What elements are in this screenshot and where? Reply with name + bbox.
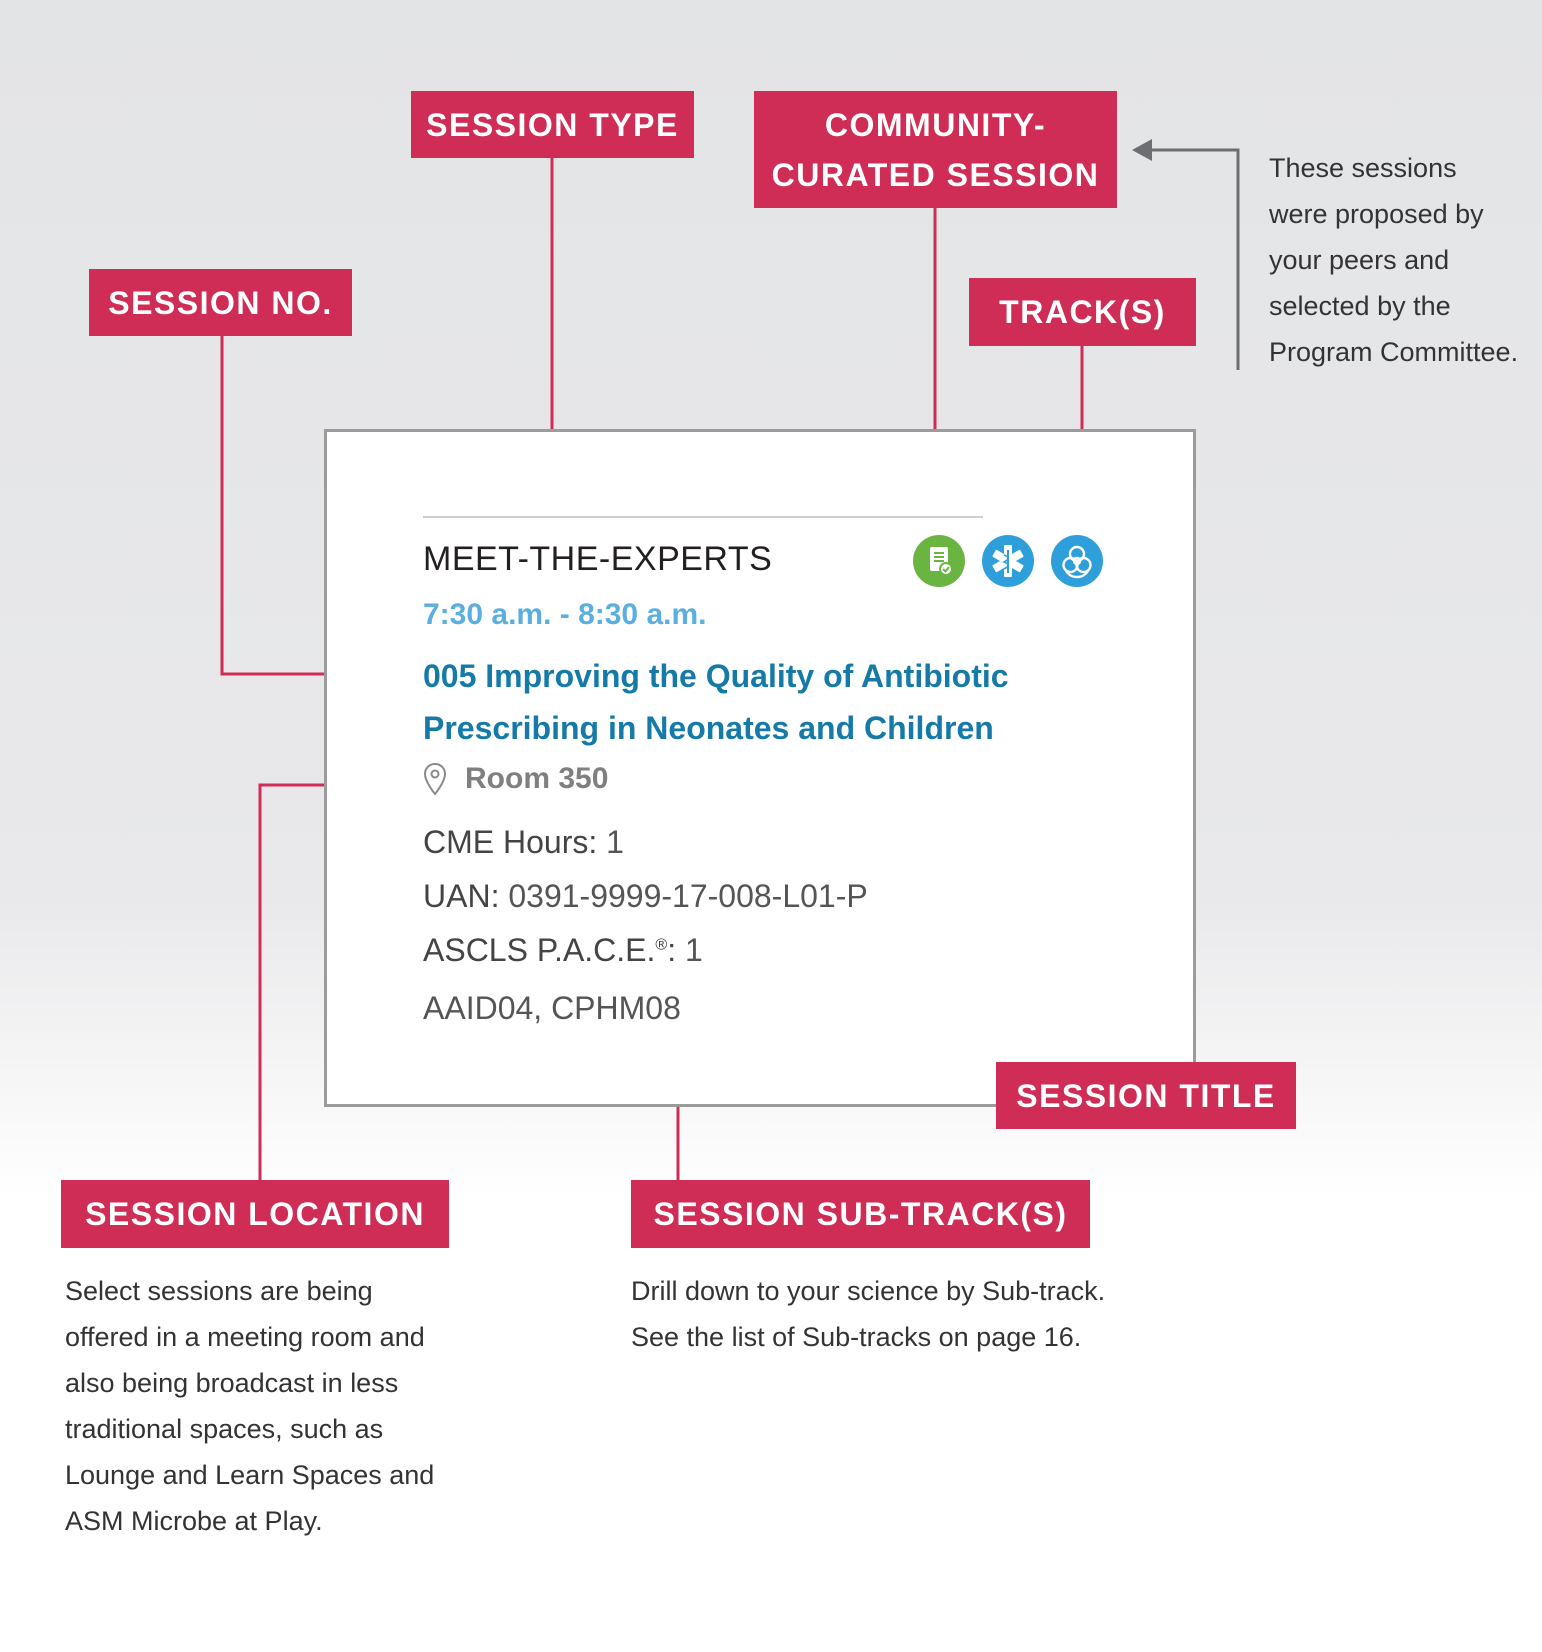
session-no-tag: SESSION NO. (89, 269, 352, 336)
community-note: These sessions were proposed by your pee… (1269, 145, 1518, 375)
pace-colon: : (667, 932, 677, 968)
cme-hours-value: 1 (606, 824, 624, 860)
location-note-line: ASM Microbe at Play. (65, 1506, 323, 1536)
community-note-line: your peers and (1269, 245, 1450, 275)
location-note-line: Select sessions are being (65, 1276, 373, 1306)
pace-label: ASCLS P.A.C.E. (423, 932, 656, 968)
session-title-link[interactable]: 005 Improving the Quality of Antibiotic … (423, 650, 1043, 754)
location-text: Room 350 (465, 762, 609, 795)
community-curated-tag-line1: COMMUNITY- (824, 106, 1047, 143)
session-location-tag: SESSION LOCATION (61, 1180, 449, 1248)
document-check-icon (913, 535, 965, 587)
community-curated-tag-line2: CURATED SESSION (771, 156, 1100, 193)
location-note-line: traditional spaces, such as (65, 1414, 384, 1444)
uan-value: 0391-9999-17-008-L01-P (508, 878, 868, 914)
map-pin-icon (423, 762, 447, 796)
cme-hours-row: CME Hours: 1 (423, 824, 624, 861)
subtracks-text: AAID04, CPHM08 (423, 990, 681, 1026)
biohazard-icon (1051, 535, 1103, 587)
tracks-tag: TRACK(S) (969, 278, 1196, 346)
session-location-tag-label: SESSION LOCATION (85, 1196, 425, 1232)
session-title-tag: SESSION TITLE (996, 1062, 1296, 1129)
subtracks-note-line: See the list of Sub-tracks on page 16. (631, 1322, 1082, 1352)
location-row: Room 350 (423, 762, 608, 796)
session-type-tag: SESSION TYPE (411, 91, 694, 158)
session-type-text: MEET-THE-EXPERTS (423, 540, 773, 578)
community-note-line: Program Committee. (1269, 337, 1519, 367)
session-subtracks-tag-label: SESSION SUB-TRACK(S) (653, 1196, 1068, 1232)
uan-row: UAN: 0391-9999-17-008-L01-P (423, 878, 868, 915)
location-note-line: also being broadcast in less (65, 1368, 399, 1398)
session-card: MEET-THE-EXPERTS (324, 429, 1196, 1107)
session-title-line1: 005 Improving the Quality of Antibiotic (423, 658, 1009, 694)
medical-star-icon (982, 535, 1034, 587)
community-curated-tag: COMMUNITY- CURATED SESSION (754, 91, 1117, 208)
pace-value: 1 (684, 932, 703, 968)
session-type-tag-label: SESSION TYPE (426, 106, 679, 143)
location-note-line: offered in a meeting room and (65, 1322, 425, 1352)
session-title-tag-label: SESSION TITLE (1016, 1077, 1276, 1114)
community-note-line: selected by the (1269, 291, 1451, 321)
subtracks-note-line: Drill down to your science by Sub-track. (631, 1276, 1106, 1306)
registered-mark: ® (655, 936, 668, 954)
cme-hours-label: CME Hours: (423, 824, 598, 860)
session-no-tag-label: SESSION NO. (108, 284, 333, 321)
location-note: Select sessions are being offered in a m… (65, 1268, 434, 1544)
community-note-line: These sessions (1269, 153, 1457, 183)
pace-row: ASCLS P.A.C.E.®: 1 (423, 932, 703, 969)
community-note-line: were proposed by (1269, 199, 1484, 229)
tracks-tag-label: TRACK(S) (999, 294, 1166, 330)
subtracks-note: Drill down to your science by Sub-track.… (631, 1268, 1105, 1360)
session-subtracks-tag: SESSION SUB-TRACK(S) (631, 1180, 1090, 1248)
location-note-line: Lounge and Learn Spaces and (65, 1460, 435, 1490)
session-title-line2: Prescribing in Neonates and Children (423, 710, 994, 746)
uan-label: UAN: (423, 878, 500, 914)
card-divider (423, 516, 983, 518)
session-time: 7:30 a.m. - 8:30 a.m. (423, 598, 707, 631)
